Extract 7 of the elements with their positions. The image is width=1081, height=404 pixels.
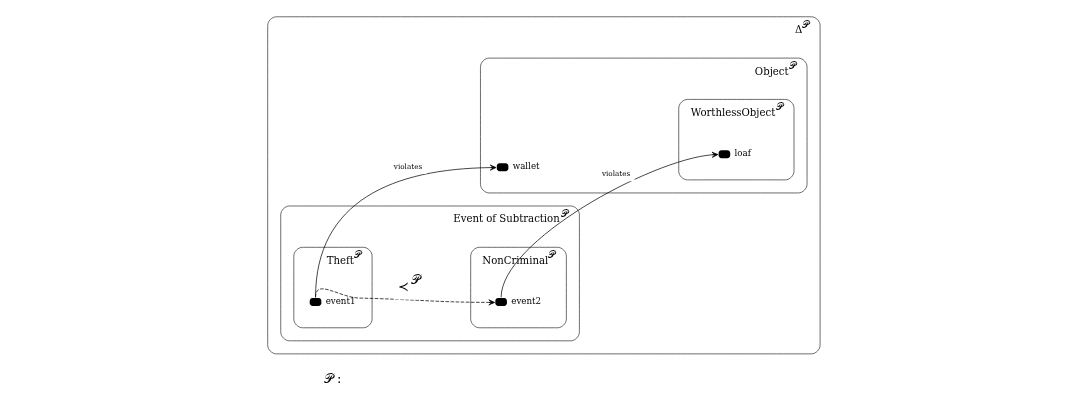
- label: 𝒫 :: [323, 371, 341, 387]
- node-label: event2: [510, 296, 541, 307]
- edge-label: violates: [393, 161, 422, 171]
- edge-label: violates: [601, 168, 630, 178]
- node-label: loaf: [734, 148, 751, 159]
- node-label: wallet: [512, 161, 540, 172]
- node-label: event1: [325, 296, 356, 307]
